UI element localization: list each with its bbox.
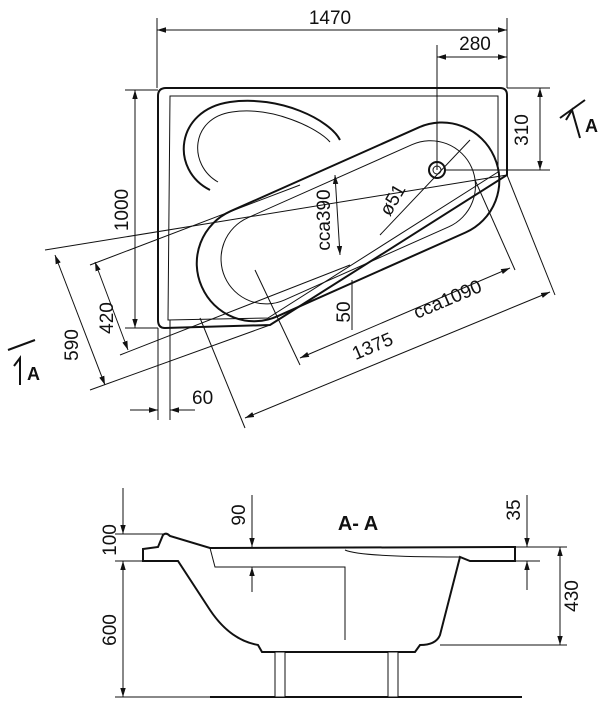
- dim-420: 420: [97, 302, 118, 334]
- dim-60: 60: [192, 388, 213, 409]
- rim-inner-outline: [167, 95, 499, 321]
- dim-430: 430: [562, 580, 583, 612]
- dim-100: 100: [100, 524, 121, 556]
- section-marker-left: A: [7, 339, 40, 385]
- dim-90: 90: [229, 504, 250, 525]
- basin-inner: [220, 140, 476, 305]
- leg-right: [387, 651, 399, 698]
- section-title: A- A: [338, 513, 378, 535]
- svg-text:A: A: [585, 116, 598, 136]
- headrest-lobe: [182, 99, 341, 191]
- dim-600: 600: [100, 614, 121, 646]
- section-marker-right: A: [559, 99, 598, 139]
- dim-35: 35: [504, 499, 525, 520]
- bath-profile: [142, 532, 516, 653]
- dim-1470: 1470: [309, 8, 351, 29]
- section-view: A- A 100 600 90 35 430: [100, 488, 583, 698]
- svg-text:A: A: [27, 364, 40, 384]
- dim-310: 310: [512, 114, 533, 146]
- dim-1000: 1000: [112, 189, 133, 231]
- dim-590: 590: [62, 329, 83, 361]
- dim-cca1090: cca1090: [411, 276, 485, 323]
- dim-50: 50: [334, 301, 355, 322]
- top-view: 1470 280 310 1000 420 590 60 1375 cca109…: [7, 8, 598, 429]
- leg-left: [274, 651, 286, 698]
- dim-diameter-51: ø51: [376, 181, 411, 220]
- dim-cca390: cca390: [314, 189, 335, 250]
- bathtub-outline: [157, 87, 508, 330]
- dim-280: 280: [459, 34, 491, 55]
